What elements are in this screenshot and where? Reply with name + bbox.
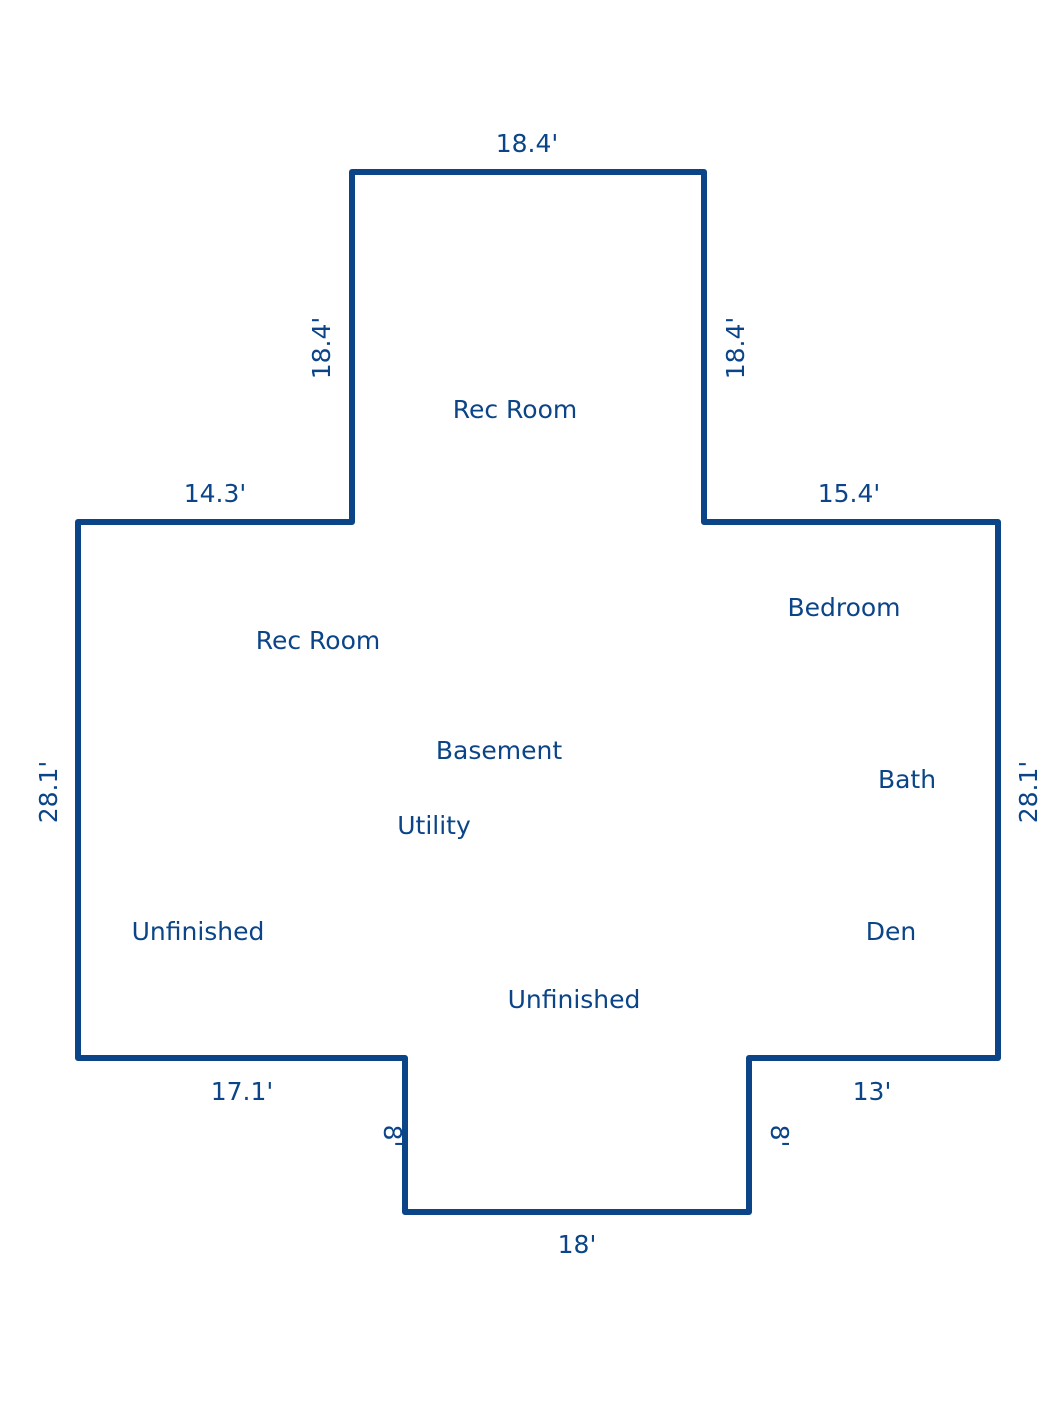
dimension-upper-right-vertical: 18.4': [721, 317, 750, 380]
room-label-bath: Bath: [878, 765, 936, 794]
dimension-top: 18.4': [496, 129, 559, 158]
dimension-left-side: 28.1': [34, 761, 63, 824]
dimension-left-shoulder: 14.3': [184, 479, 247, 508]
dimension-right-shoulder: 15.4': [818, 479, 881, 508]
room-label-unfinished-left: Unfinished: [132, 917, 265, 946]
room-label-rec-room-left: Rec Room: [256, 626, 381, 655]
room-label-unfinished-bottom: Unfinished: [508, 985, 641, 1014]
dimension-bottom-right: 13': [853, 1077, 892, 1106]
room-label-den: Den: [866, 917, 916, 946]
room-label-rec-room-upper: Rec Room: [453, 395, 578, 424]
dimension-bottom-left: 17.1': [211, 1077, 274, 1106]
room-label-utility: Utility: [397, 811, 471, 840]
floor-outline: [75, 169, 1001, 1215]
room-label-basement: Basement: [436, 736, 562, 765]
dimension-bottom: 18': [558, 1230, 597, 1259]
dimension-upper-left-vertical: 18.4': [307, 317, 336, 380]
dimension-lower-left-vertical: 8': [378, 1125, 407, 1148]
dimension-right-side: 28.1': [1014, 761, 1043, 824]
dimension-lower-right-vertical: 8': [765, 1125, 794, 1148]
room-label-bedroom: Bedroom: [787, 593, 900, 622]
